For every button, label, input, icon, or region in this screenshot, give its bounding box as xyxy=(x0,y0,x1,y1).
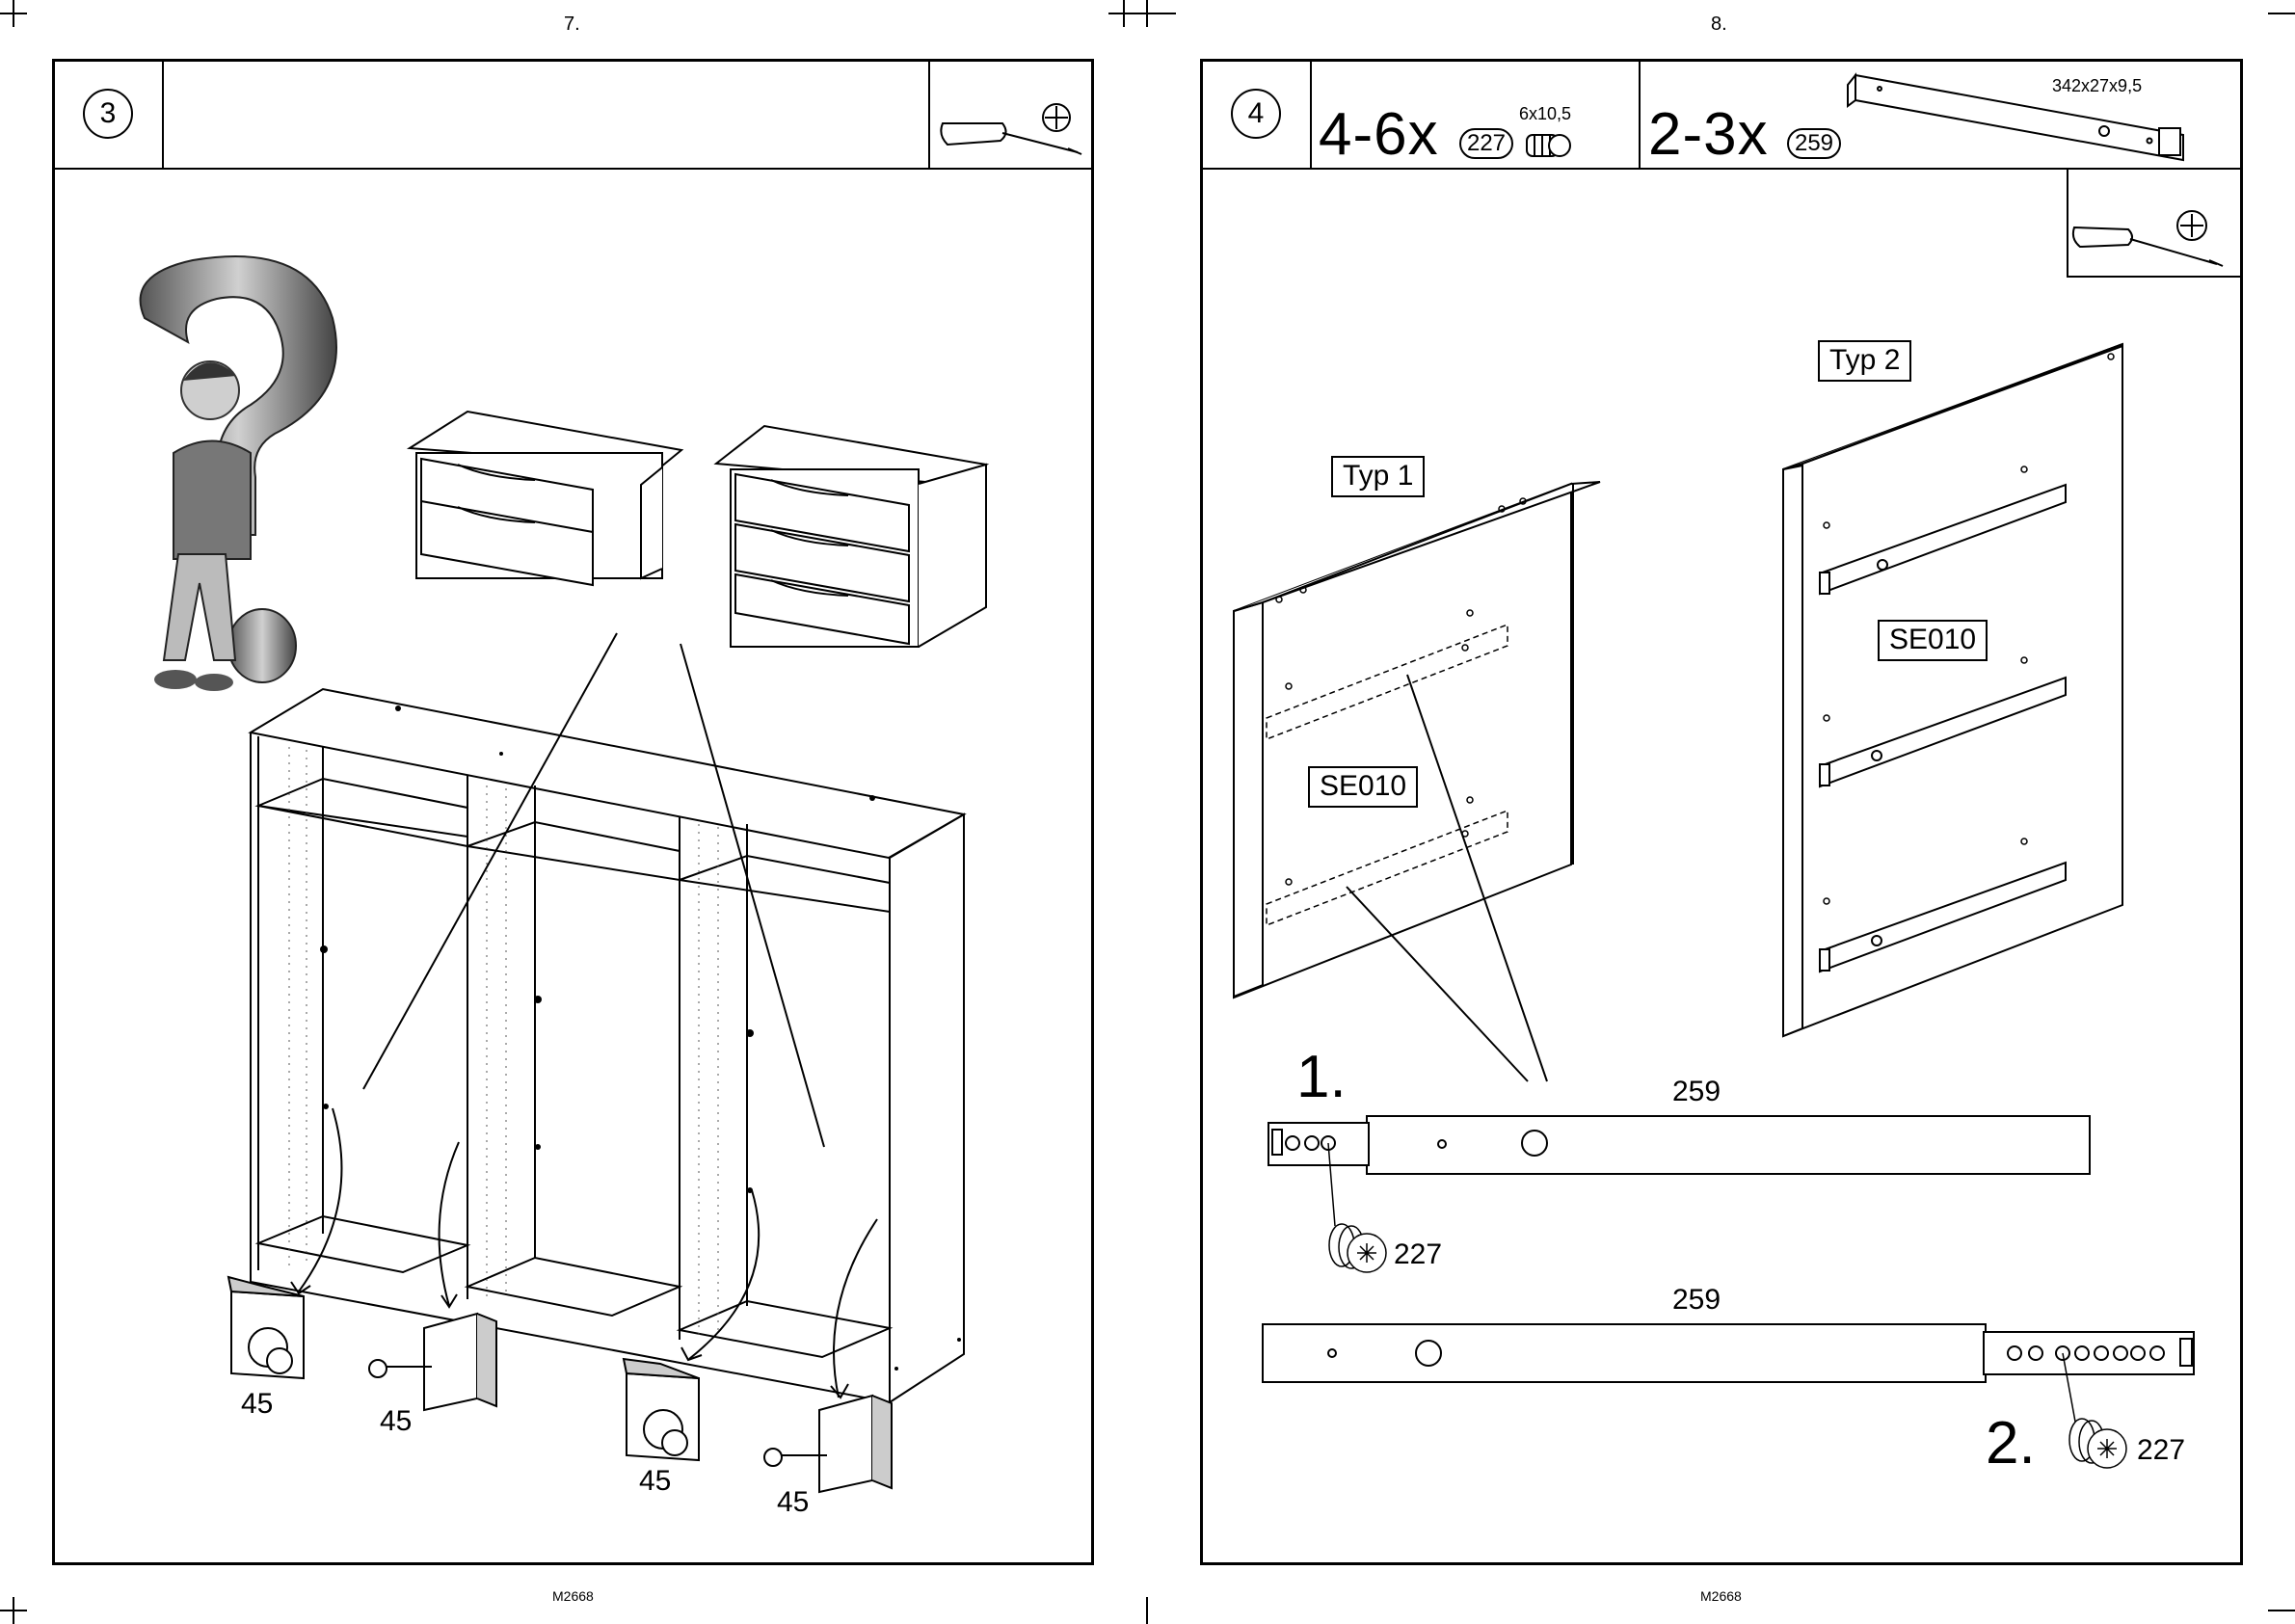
substep-2-number: 2. xyxy=(1986,1409,2036,1478)
substep-2-screw-part: 227 xyxy=(2137,1434,2185,1467)
